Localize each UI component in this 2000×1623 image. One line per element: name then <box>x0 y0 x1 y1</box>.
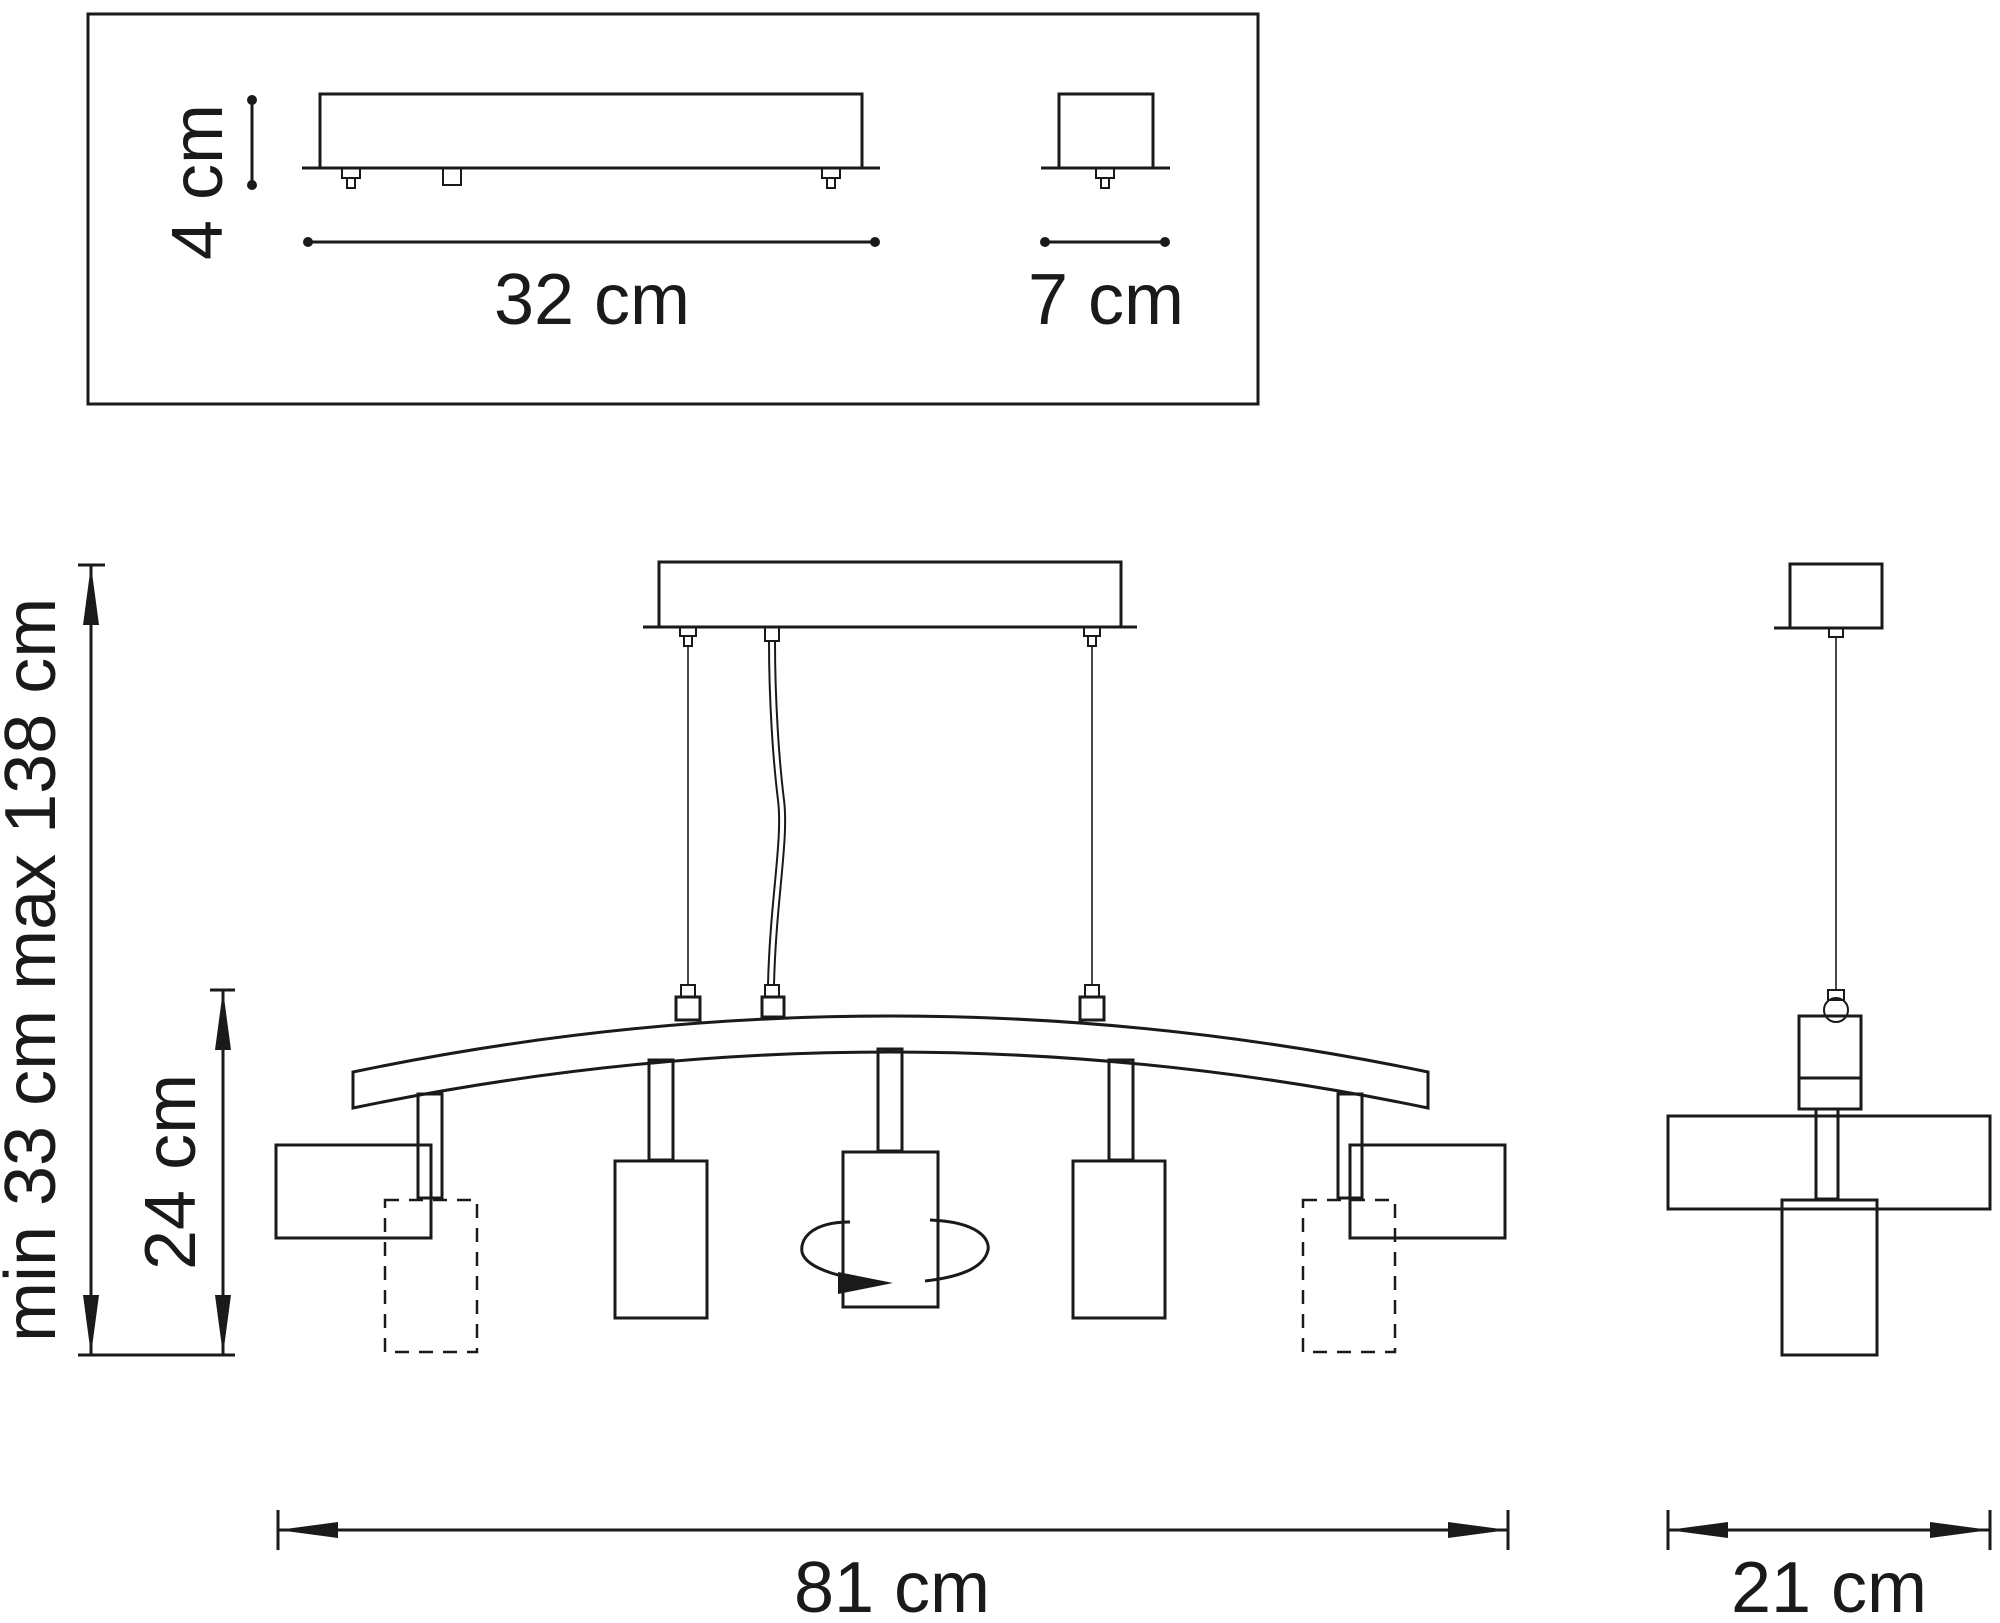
side-bar-section <box>1797 1014 1863 1111</box>
side-spot-horizontal <box>1666 1114 1992 1211</box>
drop-label: min 33 cm max 138 cm <box>0 598 71 1342</box>
rotation-arrow-icon <box>800 1218 990 1294</box>
canopy-length-label: 32 cm <box>494 260 690 340</box>
depth-label: 21 cm <box>1731 1548 1927 1623</box>
spot-center-right <box>1071 1058 1167 1320</box>
side-canopy <box>1788 562 1884 630</box>
total-length-label: 81 cm <box>794 1548 990 1623</box>
canopy-height-dimension: 4 cm <box>158 95 257 260</box>
depth-dimension: 21 cm <box>1666 1510 1992 1623</box>
spot-center-left <box>613 1058 709 1320</box>
panel-frame <box>86 12 1260 406</box>
canopy-height-label: 4 cm <box>158 104 238 260</box>
canopy-side-view <box>1041 92 1170 189</box>
fixture-front-view <box>274 560 1507 1354</box>
total-length-dimension: 81 cm <box>276 1510 1510 1623</box>
suspension-cables <box>679 626 1101 985</box>
side-spot-vertical <box>1780 1198 1879 1357</box>
spot-left <box>274 1092 479 1354</box>
spot-right <box>1301 1092 1507 1354</box>
canopy-length-dimension: 32 cm <box>303 237 880 340</box>
spot-center <box>841 1047 940 1309</box>
drop-dimension: min 33 cm max 138 cm <box>0 563 235 1357</box>
canopy-width-dimension: 7 cm <box>1028 237 1184 340</box>
power-cord <box>764 626 787 986</box>
canopy-front-view <box>302 92 880 189</box>
curved-bar <box>351 1014 1430 1110</box>
ceiling-canopy <box>657 560 1123 629</box>
body-height-dimension: 24 cm <box>131 988 235 1355</box>
cable-clamps <box>674 984 1106 1022</box>
body-height-label: 24 cm <box>131 1074 211 1270</box>
fixture-side-view <box>1666 562 1992 1357</box>
canopy-detail-panel: 4 cm 32 cm <box>86 12 1260 406</box>
canopy-width-label: 7 cm <box>1028 260 1184 340</box>
